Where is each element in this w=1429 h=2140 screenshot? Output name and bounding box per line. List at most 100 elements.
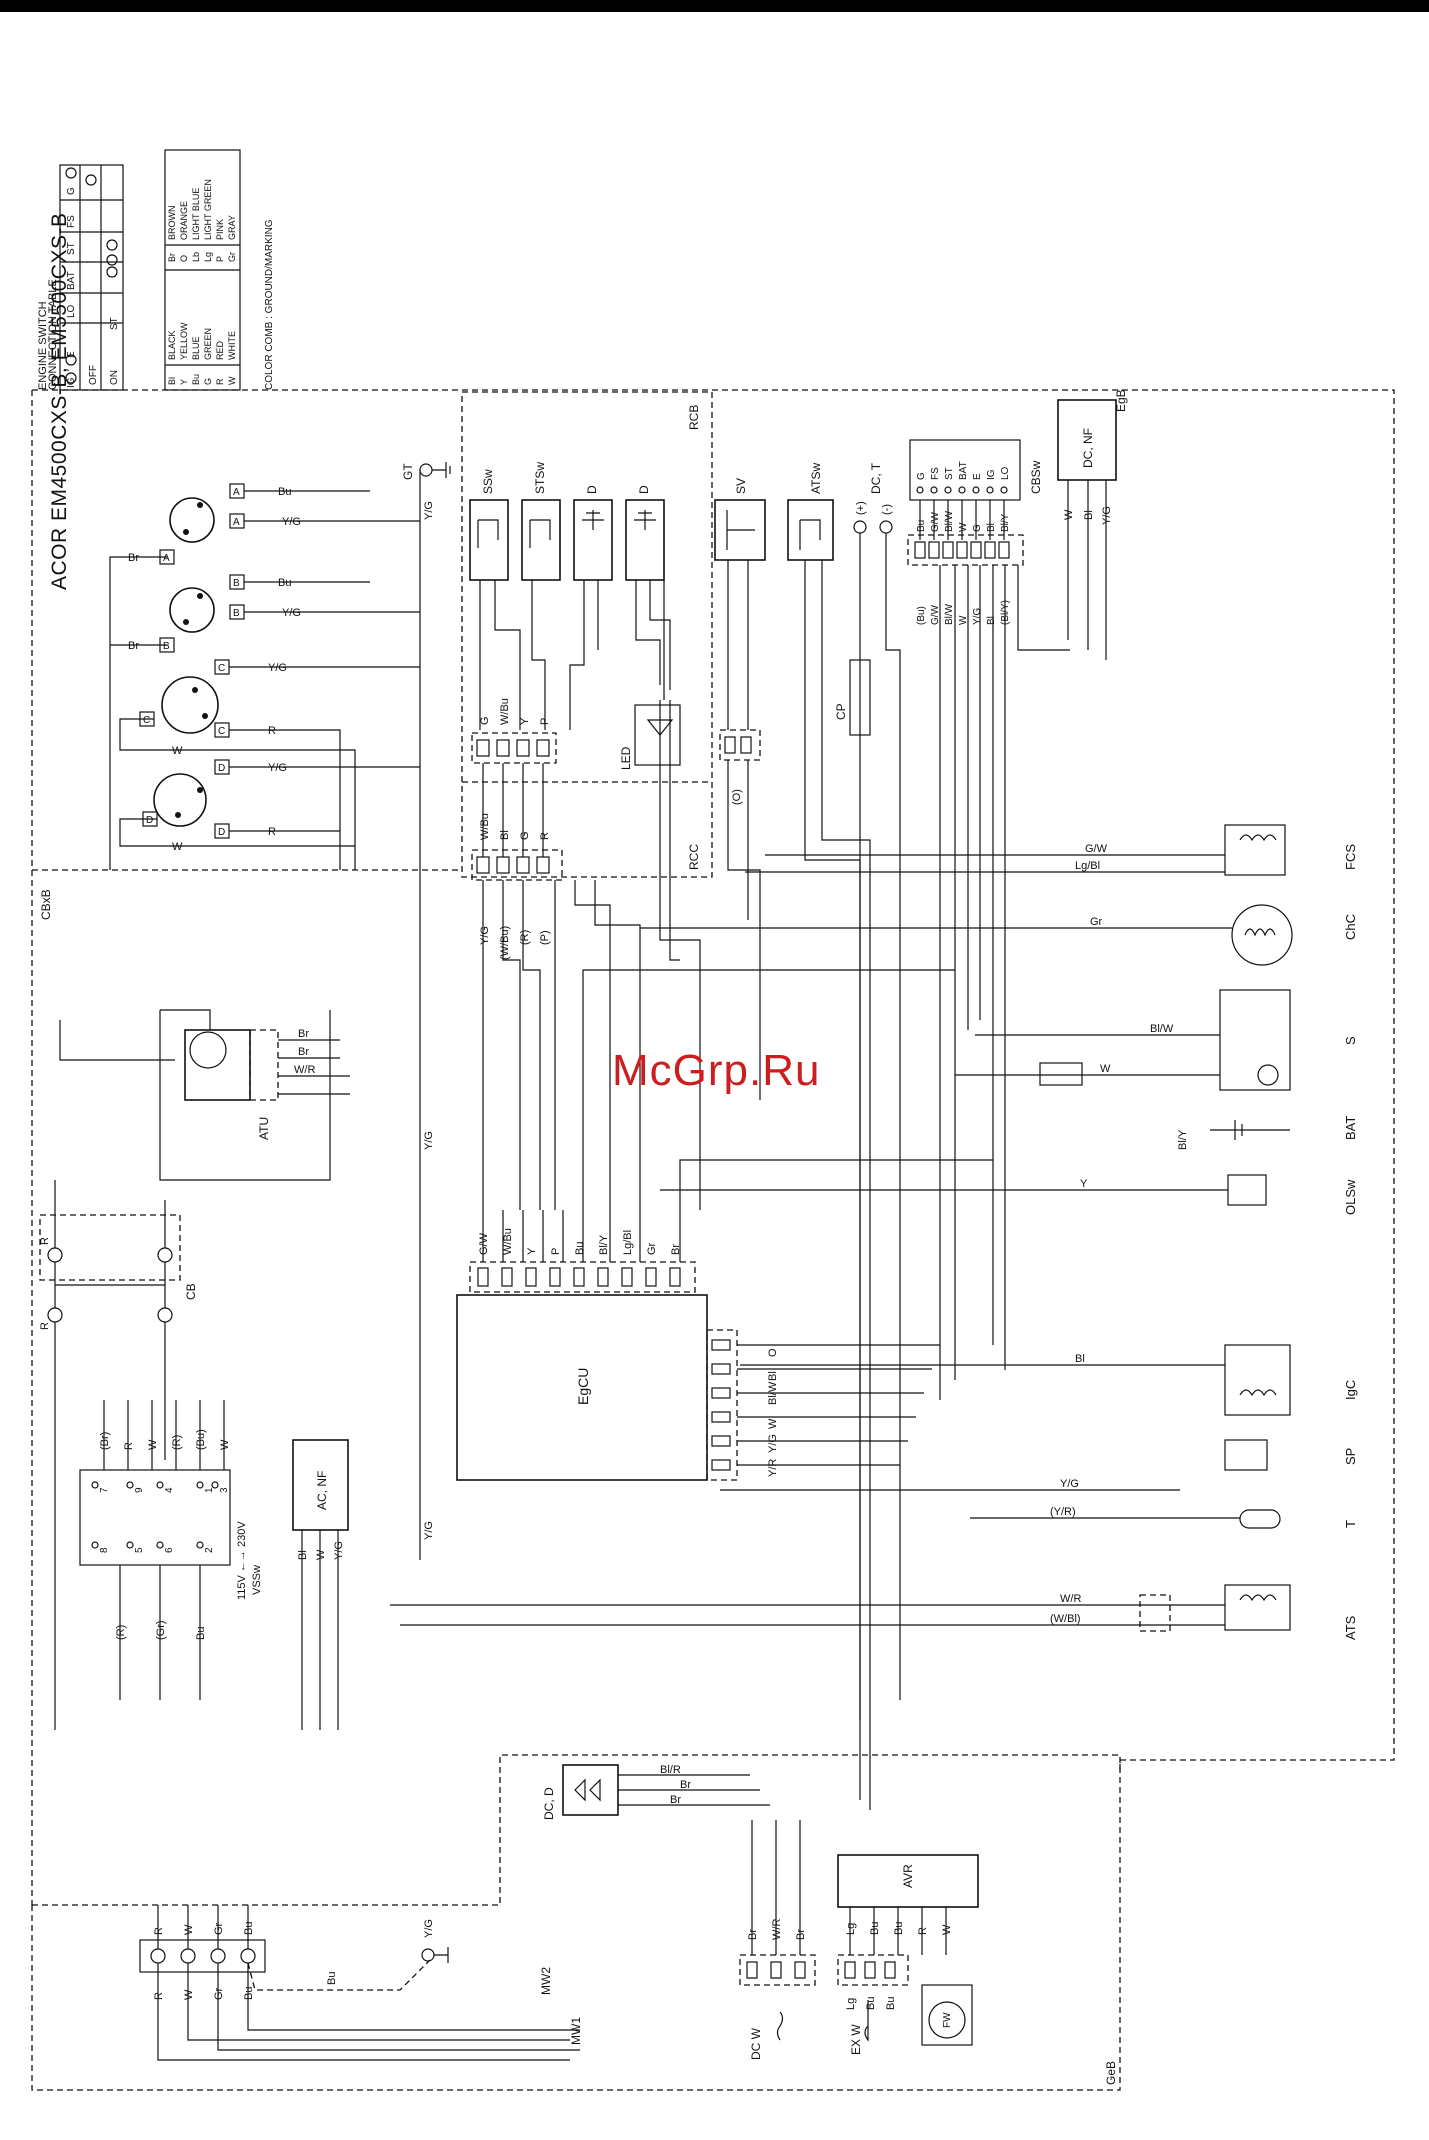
- egcu-right-pin-label: O: [767, 1348, 779, 1357]
- wire-label-r-d: R: [268, 826, 276, 838]
- switch-col-ig: IG: [66, 377, 77, 388]
- exw-label: EX W: [849, 2024, 863, 2055]
- atu-wire-br-2: Br: [298, 1046, 309, 1058]
- atu-wire-wr: W/R: [294, 1064, 315, 1076]
- s-wire-blw: Bl/W: [1150, 1023, 1174, 1035]
- receptacle-d-tag-2: D: [218, 827, 225, 838]
- acnf-wire-label: Y/G: [333, 1541, 345, 1560]
- egcu-right-terminal: [711, 1363, 731, 1375]
- receptacle-b-tag-3: B: [163, 641, 170, 652]
- color-code-y: Y: [179, 379, 189, 385]
- vssw-label-2: VSSw: [251, 1565, 263, 1595]
- vssw-pin-label: 2: [204, 1547, 215, 1553]
- gt-label: GT: [401, 463, 415, 480]
- vssw-label-1: 115V ←→ 230V: [236, 1521, 248, 1600]
- wire-label-w-c: W: [172, 745, 183, 757]
- vssw-bottom-wire-label: (Gr): [155, 1620, 167, 1640]
- receptacle-d-tag-3: D: [146, 815, 153, 826]
- color-code-w: W: [227, 376, 237, 385]
- vssw-pin-dot: [196, 1481, 204, 1489]
- exw-wire-label: Bu: [865, 1997, 877, 2010]
- olsw-label: OLSw: [1343, 1179, 1358, 1215]
- receptacle-d: [153, 773, 207, 827]
- ats: [1224, 1584, 1291, 1631]
- switch-col-fs: FS: [66, 215, 77, 228]
- sv-component: SV (O): [714, 478, 766, 1100]
- color-name-br: BROWN: [167, 206, 177, 241]
- led-pin-p: P: [539, 718, 551, 725]
- section-geb: GeB: [1104, 2061, 1118, 2085]
- top-black-bar: [0, 0, 1429, 12]
- cbsw-terminal: [956, 541, 968, 559]
- cb-label: CB: [184, 1283, 198, 1300]
- switch-row-st: ST: [109, 317, 120, 330]
- fcs-wire-gw: G/W: [1085, 843, 1108, 855]
- cbsw-pin-dot: [972, 486, 980, 494]
- cbsw-pin-e: E: [972, 473, 983, 480]
- avr-wire-label: R: [917, 1927, 929, 1935]
- egcu-top-terminal: [621, 1267, 633, 1287]
- vssw-pin-dot: [126, 1541, 134, 1549]
- vssw-top-wire-label: (R): [171, 1435, 183, 1450]
- egcu-right-pin-label: W: [767, 1418, 779, 1429]
- egcu-top-pin-label: W/Bu: [502, 1228, 514, 1255]
- cbsw-pin-bat: BAT: [958, 461, 969, 480]
- receptacle-a-tag-1: A: [233, 487, 240, 498]
- vssw-pin-label: 4: [164, 1487, 175, 1493]
- dcw-terminal: [794, 1961, 806, 1979]
- vssw-top-wire-label: (Bu): [195, 1429, 207, 1450]
- ground-bus: GT Y/G Y/G Y/G: [401, 462, 451, 1560]
- vssw-pin-dot: [211, 1481, 219, 1489]
- cbsw-wire-lower-label: Bl/W: [944, 603, 955, 625]
- cbsw-terminal: [998, 541, 1010, 559]
- dcd-wire-br-2: Br: [670, 1794, 681, 1806]
- sp-label: SP: [1343, 1448, 1358, 1465]
- egcu-right-pin-label: Y/G: [767, 1434, 779, 1453]
- acnf-label: AC, NF: [315, 1471, 329, 1510]
- cp-component: CP: [834, 659, 871, 736]
- receptacle-b-tag-2: B: [233, 608, 240, 619]
- dct-minus: (-): [881, 504, 893, 515]
- acnf-wire-label: Bl: [297, 1550, 309, 1560]
- color-name-g: GREEN: [203, 328, 213, 360]
- color-name-p: PINK: [215, 219, 225, 240]
- ats-wire-wr: W/R: [1060, 1593, 1081, 1605]
- fcs-label: FCS: [1343, 844, 1358, 870]
- avr-label: AVR: [901, 1864, 915, 1888]
- cbsw-wire-lower-label: Bl: [986, 616, 997, 625]
- atsw-label: ATSw: [809, 463, 823, 494]
- section-rcc: RCC: [687, 844, 701, 870]
- dcw-wire-label: Br: [795, 1929, 807, 1940]
- egcu-top-terminal: [477, 1267, 489, 1287]
- cbsw-pin-dot: [944, 486, 952, 494]
- exw-wire-label: Bu: [885, 1997, 897, 2010]
- olsw-wire-y: Y: [1080, 1178, 1088, 1190]
- d1-label: D: [585, 485, 599, 494]
- vssw-bottom-wire-label: Bu: [195, 1627, 207, 1640]
- color-name-bl: BLACK: [167, 330, 177, 360]
- terminal-wire-label-bottom: W: [183, 1989, 195, 2000]
- cbsw-wire-label: Bl: [986, 523, 997, 532]
- egcu-top-pin-label: Gr: [646, 1242, 658, 1255]
- section-cbxb: CBxB: [39, 889, 53, 920]
- color-code-footer: COLOR COMB : GROUND/MARKING: [264, 219, 275, 390]
- switch-table-title-1: ENGINE SWITCH: [37, 301, 49, 390]
- switch-col-lo: LO: [66, 304, 77, 318]
- chc-label: ChC: [1343, 914, 1358, 940]
- color-code-lg: Lg: [203, 252, 213, 262]
- color-code-br: Br: [167, 253, 177, 262]
- vssw-bottom-wire-label: (R): [115, 1625, 127, 1640]
- cbsw-terminal: [928, 541, 940, 559]
- egcu-right-terminal: [711, 1459, 731, 1471]
- diagram-title: ACOR EM4500CXS-B, EM5500CXS-B: [48, 213, 71, 590]
- color-code-bl: Bl: [167, 377, 177, 385]
- color-name-r: RED: [215, 340, 225, 360]
- dcnf-wire-bl: Bl: [1083, 510, 1095, 520]
- mw2-label: MW2: [539, 1967, 553, 1995]
- rcc-pin-wbu2: (W/Bu): [499, 926, 511, 960]
- terminal-wire-label-bottom: Gr: [213, 1987, 225, 2000]
- dcnf-wire-yg: Y/G: [1101, 506, 1113, 525]
